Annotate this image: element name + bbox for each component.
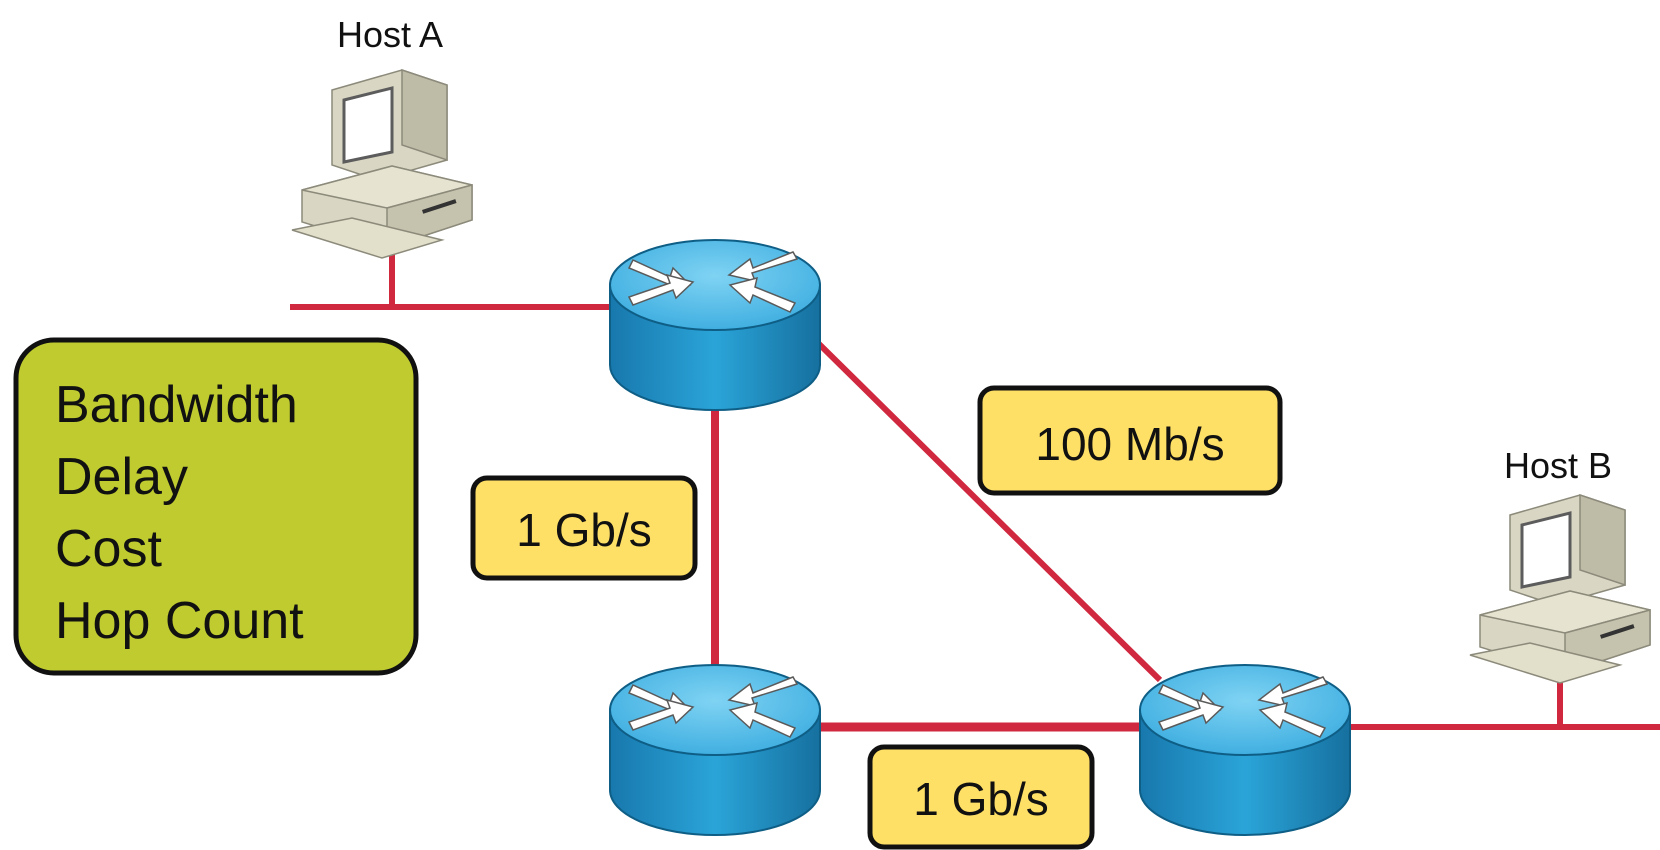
router-bottom-right [1139, 664, 1351, 836]
metric-bandwidth: Bandwidth [55, 376, 298, 434]
desktop-computer-icon [1468, 493, 1652, 685]
link-label-1gbps-horizontal: 1 Gb/s [867, 744, 1095, 850]
metric-cost: Cost [55, 520, 162, 578]
metric-hop-count: Hop Count [55, 592, 304, 650]
link-speed-text: 1 Gb/s [913, 773, 1049, 825]
link-speed-text: 1 Gb/s [516, 504, 652, 556]
host-b: Host B [1468, 445, 1652, 685]
link-label-1gbps-vertical: 1 Gb/s [470, 475, 698, 581]
host-b-label: Host B [1504, 445, 1612, 486]
router-icon [1139, 664, 1351, 836]
metrics-box: Bandwidth Delay Cost Hop Count [13, 337, 419, 676]
metric-delay: Delay [55, 448, 188, 506]
router-top [609, 239, 821, 411]
router-icon [609, 664, 821, 836]
link-top-bottom-right [812, 337, 1163, 683]
desktop-computer-icon [290, 68, 474, 260]
host-a: Host A [290, 14, 474, 260]
router-bottom-left [609, 664, 821, 836]
host-a-label: Host A [337, 14, 443, 55]
link-label-100mbps: 100 Mb/s [977, 385, 1283, 496]
link-speed-text: 100 Mb/s [1035, 418, 1224, 470]
router-icon [609, 239, 821, 411]
network-links [290, 245, 1660, 732]
